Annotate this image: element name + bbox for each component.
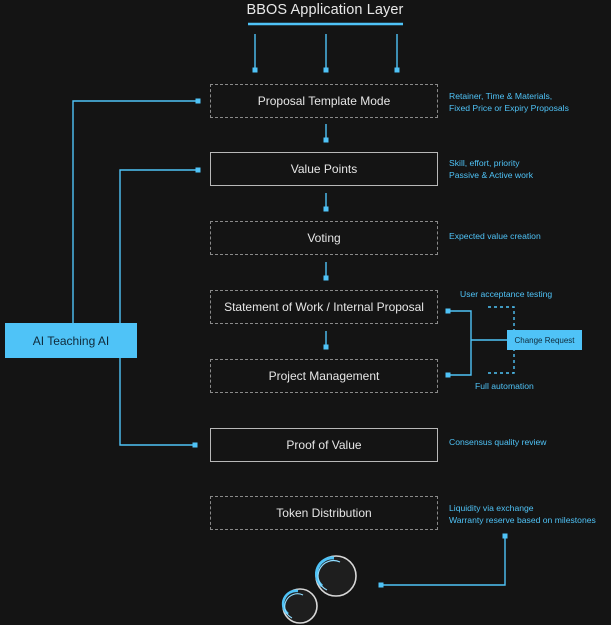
diagram-title: BBOS Application Layer xyxy=(246,2,404,18)
token-coins-icon xyxy=(281,555,357,624)
stage-statement-of-work: Statement of Work / Internal Proposal xyxy=(210,290,438,324)
feedback-dashed-top xyxy=(488,306,515,330)
connector-2-3-marker xyxy=(323,206,329,212)
note-value-points: Skill, effort, priority Passive & Active… xyxy=(449,158,533,181)
stage-value-points: Value Points xyxy=(210,152,438,186)
token-tail-marker-top xyxy=(502,533,508,539)
title-drop-right-marker xyxy=(394,67,400,73)
stage-proposal-template-mode: Proposal Template Mode xyxy=(210,84,438,118)
connector-3-4-marker xyxy=(323,275,329,281)
feedback-loop-inner xyxy=(448,310,472,376)
stage-proof-of-value: Proof of Value xyxy=(210,428,438,462)
note-line: Skill, effort, priority xyxy=(449,158,520,168)
stage-label: Statement of Work / Internal Proposal xyxy=(224,300,424,314)
note-line: Passive & Active work xyxy=(449,169,534,180)
note-line: Consensus quality review xyxy=(449,437,547,447)
stage-label: Value Points xyxy=(290,162,358,176)
note-proof-of-value: Consensus quality review xyxy=(449,437,546,449)
note-line: Fixed Price or Expiry Proposals xyxy=(449,102,569,113)
stage-label: Project Management xyxy=(268,369,380,383)
stage-label: Proposal Template Mode xyxy=(257,94,391,108)
feedback-dashed-bottom xyxy=(488,350,515,374)
note-proposal-template: Retainer, Time & Materials, Fixed Price … xyxy=(449,91,569,114)
ai-link-proof-of-value xyxy=(119,358,195,446)
note-line: Expected value creation xyxy=(449,231,541,241)
title-drop-center-marker xyxy=(323,67,329,73)
feedback-marker-bottom xyxy=(445,372,451,378)
stage-token-distribution: Token Distribution xyxy=(210,496,438,530)
ai-link-value-points-marker xyxy=(195,167,201,173)
change-request-label: Change Request xyxy=(514,335,575,345)
title-drop-left-marker xyxy=(252,67,258,73)
full-automation-label: Full automation xyxy=(475,381,534,391)
ai-link-proof-marker xyxy=(192,442,198,448)
note-line: Warranty reserve based on milestones xyxy=(449,514,596,525)
user-acceptance-testing-label: User acceptance testing xyxy=(460,289,553,299)
note-line: Liquidity via exchange xyxy=(449,503,534,513)
stage-label: Proof of Value xyxy=(286,438,362,452)
stage-label: Voting xyxy=(307,231,341,245)
feedback-marker-top xyxy=(445,308,451,314)
ai-teaching-ai-box: AI Teaching AI xyxy=(5,323,137,358)
stage-label: Token Distribution xyxy=(276,506,372,520)
note-token-distribution: Liquidity via exchange Warranty reserve … xyxy=(449,503,596,526)
token-tail xyxy=(381,536,506,586)
ai-link-proposal xyxy=(72,100,198,323)
token-tail-marker-end xyxy=(378,582,384,588)
ai-teaching-ai-label: AI Teaching AI xyxy=(32,333,110,348)
connector-1-2-marker xyxy=(323,137,329,143)
note-voting: Expected value creation xyxy=(449,231,541,243)
note-line: Retainer, Time & Materials, xyxy=(449,91,553,101)
ai-link-value-points xyxy=(119,169,198,323)
stage-voting: Voting xyxy=(210,221,438,255)
change-request-box: Change Request xyxy=(507,330,582,350)
ai-link-proposal-marker xyxy=(195,98,201,104)
connector-4-5-marker xyxy=(323,344,329,350)
stage-project-management: Project Management xyxy=(210,359,438,393)
